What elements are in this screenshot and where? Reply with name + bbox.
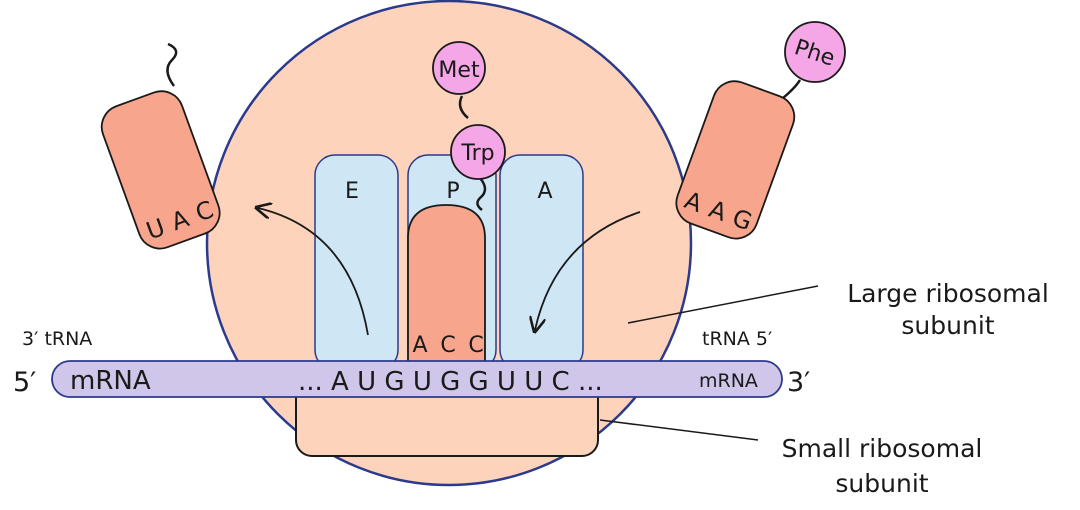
large-subunit-pointer	[627, 285, 819, 324]
entry-arrow	[535, 211, 641, 330]
p-site-trna	[407, 204, 486, 369]
mrna-3-prime-end: 3′	[787, 367, 810, 398]
small-subunit-label-line1: Small ribosomal	[782, 434, 983, 463]
exiting-trna-body	[100, 90, 221, 250]
small-subunit-pointer	[599, 419, 759, 441]
phe-trna-bond	[782, 79, 802, 99]
p-trna-base-3: C	[468, 333, 483, 358]
mrna-label-right: mRNA	[699, 370, 758, 392]
entering-trna: A A G	[675, 80, 796, 240]
exit-arrow	[258, 208, 369, 336]
e-site-label: E	[345, 179, 359, 204]
phe-amino-acid	[784, 21, 846, 83]
large-subunit-label-line2: subunit	[901, 311, 994, 340]
trp-label: Trp	[460, 141, 494, 166]
trp-amino-acid	[450, 124, 506, 180]
trp-trna-bond	[476, 177, 487, 211]
entering-trna-body	[675, 80, 796, 240]
met-label: Met	[438, 58, 480, 83]
mrna-5-prime-end: 5′	[13, 367, 36, 398]
a-site-label: A	[537, 179, 552, 204]
trna-5-prime-label: tRNA 5′	[702, 328, 772, 350]
large-subunit-label-line1: Large ribosomal	[847, 279, 1049, 308]
p-trna-base-1: A	[412, 333, 427, 358]
p-trna-base-2: C	[440, 333, 455, 358]
exiting-trna-tail	[166, 42, 178, 87]
trna-3-prime-label: 3′ tRNA	[22, 328, 92, 350]
mrna-strand	[51, 360, 783, 398]
met-trp-bond	[458, 95, 469, 119]
met-amino-acid	[432, 41, 486, 95]
p-site-label: P	[446, 179, 459, 204]
mrna-sequence: ... A U G U G G U U C ...	[298, 367, 603, 397]
small-subunit-label-line2: subunit	[835, 469, 928, 498]
mrna-label-left: mRNA	[70, 366, 151, 396]
exiting-trna: U A C	[100, 90, 221, 250]
